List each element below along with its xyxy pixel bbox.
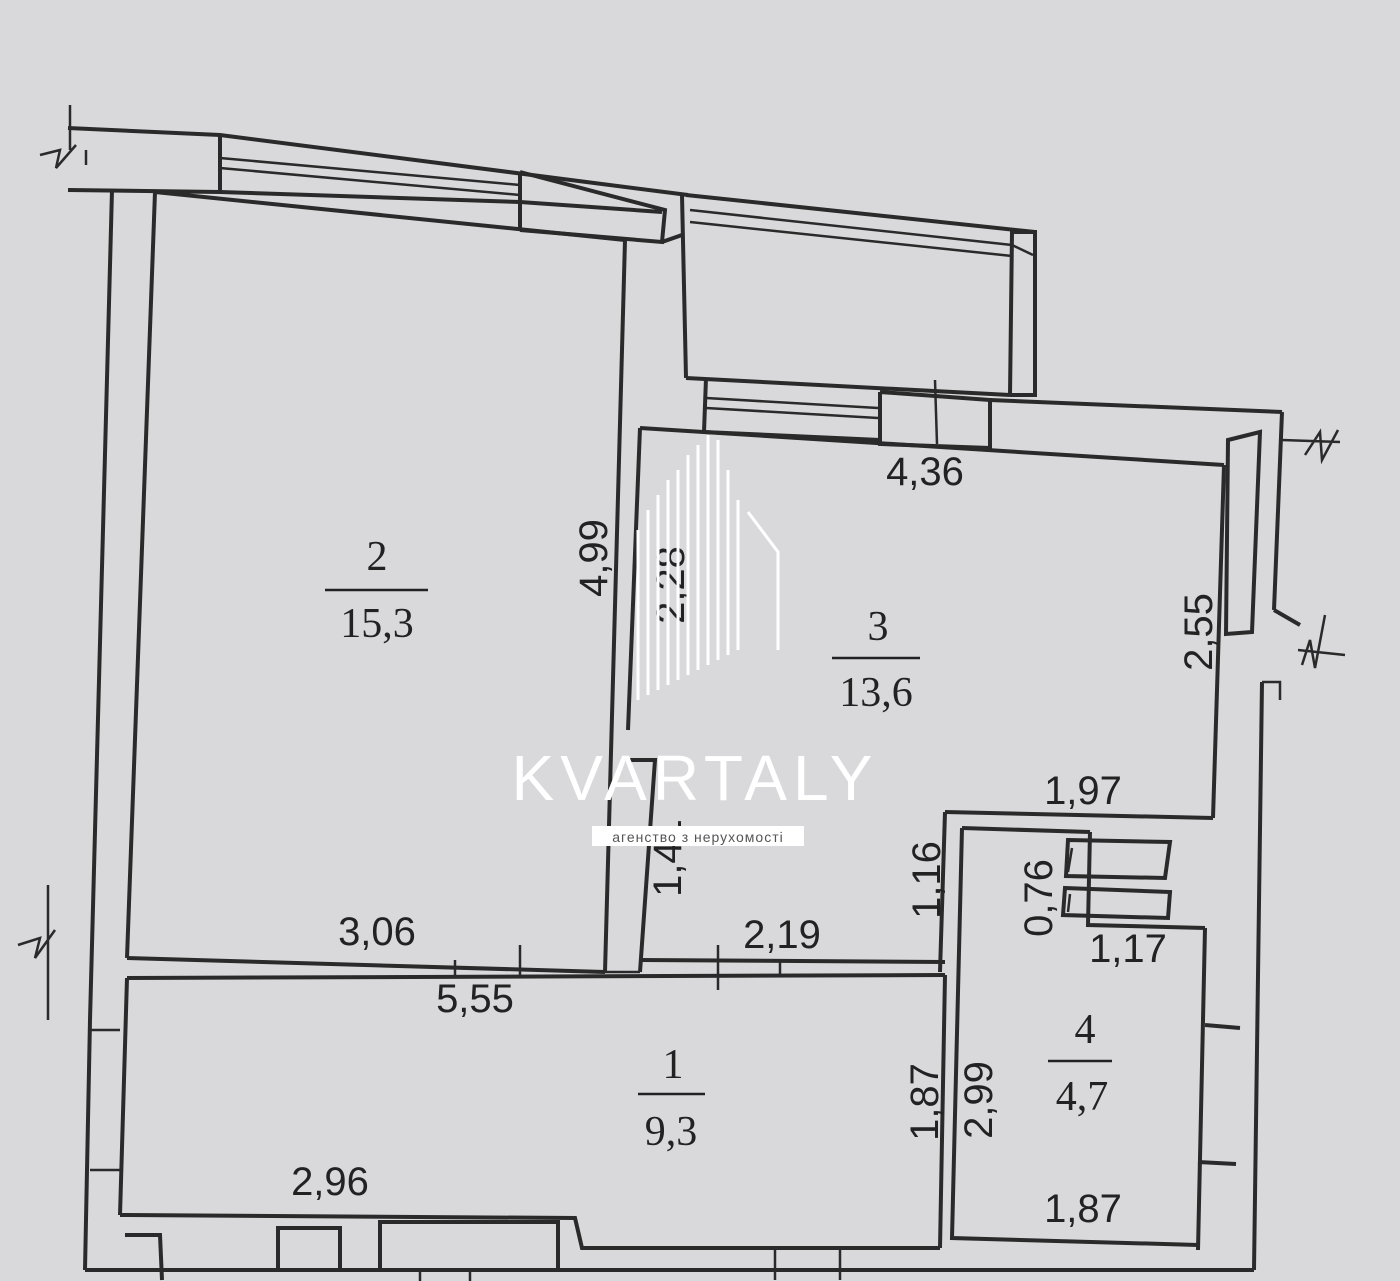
watermark-tagline-bg	[592, 826, 804, 846]
dimension-3-06: 3,06	[338, 910, 416, 954]
watermark-brand: KVARTALY	[512, 742, 879, 814]
dimension-4-99: 4,99	[572, 519, 616, 597]
room-area: 9,3	[645, 1109, 698, 1155]
watermark-building-icon	[636, 435, 780, 700]
dimension-2-28: 2,28	[649, 546, 693, 624]
room-label-4: 4 4,7	[1048, 1007, 1112, 1120]
dimension-2-19: 2,19	[743, 913, 821, 957]
room-number: 1	[663, 1042, 684, 1088]
room-number: 4	[1075, 1007, 1096, 1053]
dimension-2-96: 2,96	[291, 1160, 369, 1204]
dimension-5-55: 5,55	[436, 977, 514, 1021]
watermark-logo: KVARTALY агенство з нерухомості	[512, 435, 879, 846]
dimension-2-99: 2,99	[957, 1061, 1001, 1139]
dimension-1-87-room4: 1,87	[1044, 1187, 1122, 1231]
watermark-tagline: агенство з нерухомості	[612, 829, 784, 845]
room-number: 3	[868, 604, 889, 650]
dimension-4-36: 4,36	[886, 450, 964, 494]
dimension-1-17: 1,17	[1089, 927, 1167, 971]
walls	[17, 105, 1346, 1281]
room-area: 15,3	[340, 601, 414, 647]
dimension-1-87-room1: 1,87	[903, 1063, 947, 1141]
room-label-1: 1 9,3	[638, 1042, 705, 1155]
room-label-2: 2 15,3	[325, 534, 428, 647]
room-area: 4,7	[1056, 1074, 1109, 1120]
room-label-3: 3 13,6	[832, 604, 920, 716]
dimension-0-76: 0,76	[1017, 859, 1061, 937]
dimension-labels: 4,99 2,28 4,36 2,55 1,97 1,16 1,41 0,76 …	[291, 450, 1221, 1231]
dimension-1-16: 1,16	[905, 841, 949, 919]
dimension-2-55: 2,55	[1177, 593, 1221, 671]
room-number: 2	[367, 534, 388, 580]
room-area: 13,6	[839, 670, 913, 716]
dimension-1-97: 1,97	[1044, 769, 1122, 813]
